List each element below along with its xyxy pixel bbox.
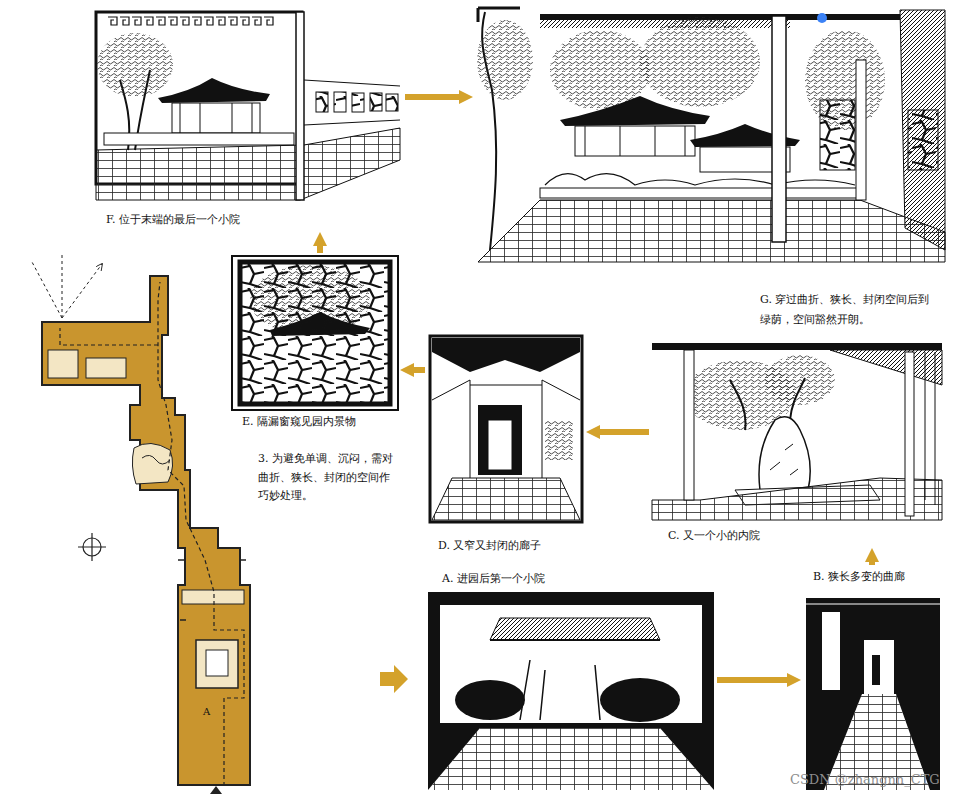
sequence-arrow <box>317 246 323 253</box>
sketch-e <box>232 256 398 410</box>
panel-caption: A. 进园后第一个小院 <box>440 572 547 587</box>
plan-letter: A <box>203 706 210 718</box>
panel-caption: C. 又一个小的内院 <box>666 529 762 544</box>
sequence-arrow <box>869 562 875 565</box>
sketch-panel: C. 又一个小的内院 <box>652 342 942 546</box>
sketch-d <box>430 336 582 522</box>
panel-caption: G. 穿过曲折、狭长、封闭空间后到绿荫，空间豁然开朗。 <box>758 290 938 330</box>
sequence-arrow <box>414 367 425 373</box>
sequence-arrow <box>405 94 459 100</box>
sketch-panel: B. 狭长多变的曲廊 <box>803 568 943 792</box>
panel-caption: B. 狭长多变的曲廊 <box>811 570 907 585</box>
panel-caption: E. 隔漏窗窥见园内景物 <box>240 415 358 430</box>
panel-caption: F. 位于末端的最后一个小院 <box>104 213 242 228</box>
sketch-panel: A. 进园后第一个小院 <box>428 570 714 792</box>
watermark: CSDN @zhangnn_CTG <box>790 772 940 788</box>
sketch-b <box>806 598 940 790</box>
sketch-g <box>477 8 945 262</box>
sketch-c <box>652 343 942 520</box>
sketch-panel: D. 又窄又封闭的廊子 <box>428 334 584 556</box>
sketch-panel: F. 位于末端的最后一个小院 <box>92 8 402 230</box>
sequence-arrow <box>717 677 787 683</box>
sketch-a <box>428 592 714 790</box>
garden-plan <box>32 254 408 794</box>
sketch-f <box>96 12 400 200</box>
sketch-panel: G. 穿过曲折、狭长、封闭空间后到绿荫，空间豁然开朗。 <box>475 4 945 332</box>
note-text: 3. 为避免单调、沉闷，需对曲折、狭长、封闭的空间作巧妙处理。 <box>258 450 400 506</box>
panel-caption: D. 又窄又封闭的廊子 <box>436 539 543 554</box>
sketch-panel: E. 隔漏窗窥见园内景物 <box>232 256 398 432</box>
sequence-arrow <box>600 429 649 435</box>
